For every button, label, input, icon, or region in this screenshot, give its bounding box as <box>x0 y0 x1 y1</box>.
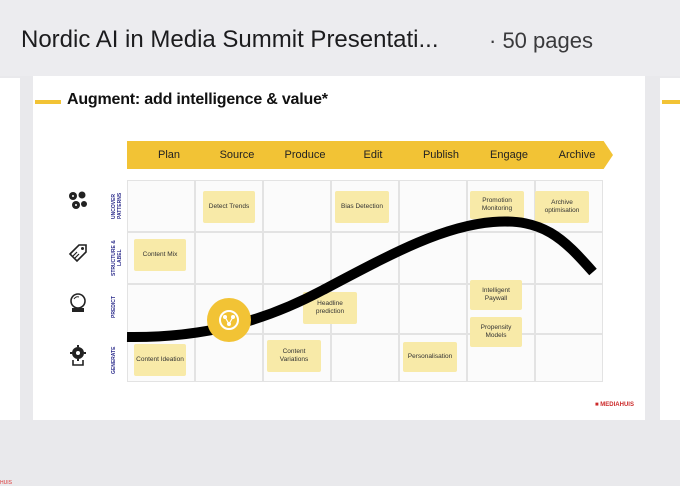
stage-label: Plan <box>157 149 181 161</box>
card-promotion-monitoring: Promotion Monitoring <box>470 191 524 219</box>
stage-archive: Archive <box>535 141 613 169</box>
brain-icon <box>219 310 239 330</box>
card-bias-detection: Bias Detection <box>335 191 389 223</box>
stage-label: Publish <box>422 149 460 161</box>
stage-publish: Publish <box>399 141 477 169</box>
grid-cell <box>195 232 263 284</box>
next-slide-thumbnail[interactable] <box>660 78 680 420</box>
title-accent-bar <box>35 100 61 104</box>
grid-cell <box>399 284 467 334</box>
card-content-mix: Content Mix <box>134 239 186 271</box>
card-content-variations: Content Variations <box>267 340 321 372</box>
grid-cell <box>535 284 603 334</box>
crystal-ball-icon <box>70 293 86 312</box>
previous-slide-thumbnail[interactable]: HUIS <box>0 78 20 486</box>
stage-source: Source <box>195 141 273 169</box>
stage-engage: Engage <box>467 141 545 169</box>
stage-label: Source <box>219 149 255 161</box>
stage-label: Archive <box>558 149 596 161</box>
stage-plan: Plan <box>127 141 205 169</box>
mediahuis-logo: ■ MEDIAHUIS <box>595 402 634 408</box>
slide-page[interactable]: Augment: add intelligence & value* Plan … <box>33 76 645 420</box>
grid-cell <box>399 180 467 232</box>
grid-cell <box>195 334 263 382</box>
grid-cell <box>263 180 331 232</box>
stage-label: Edit <box>363 149 383 161</box>
card-intelligent-paywall: Intelligent Paywall <box>470 280 522 310</box>
page-count: · 50 pages <box>489 28 593 53</box>
ai-brain-badge <box>207 298 251 342</box>
value-curve <box>126 216 597 343</box>
stage-label: Engage <box>490 149 528 161</box>
tag-icon <box>68 244 87 263</box>
card-archive-optimisation: Archive optimisation <box>535 191 589 223</box>
logo-text: MEDIAHUIS <box>600 402 634 408</box>
grid-cell <box>331 334 399 382</box>
slide-title: Augment: add intelligence & value* <box>67 91 328 108</box>
previous-slide-logo: HUIS <box>0 480 12 486</box>
document-header: Nordic AI in Media Summit Presentati... … <box>0 0 680 76</box>
cookie-icon <box>69 191 87 209</box>
document-title[interactable]: Nordic AI in Media Summit Presentati... <box>21 26 439 53</box>
card-personalisation: Personalisation <box>403 342 457 372</box>
card-content-ideation: Content Ideation <box>134 344 186 376</box>
stage-label: Produce <box>284 149 326 161</box>
grid-cell <box>535 334 603 382</box>
gear-head-icon <box>70 345 86 366</box>
card-detect-trends: Detect Trends <box>203 191 255 223</box>
grid-cell <box>127 180 195 232</box>
card-propensity-models: Propensity Models <box>470 317 522 347</box>
stage-produce: Produce <box>263 141 341 169</box>
grid-cell <box>263 232 331 284</box>
stage-edit: Edit <box>331 141 409 169</box>
